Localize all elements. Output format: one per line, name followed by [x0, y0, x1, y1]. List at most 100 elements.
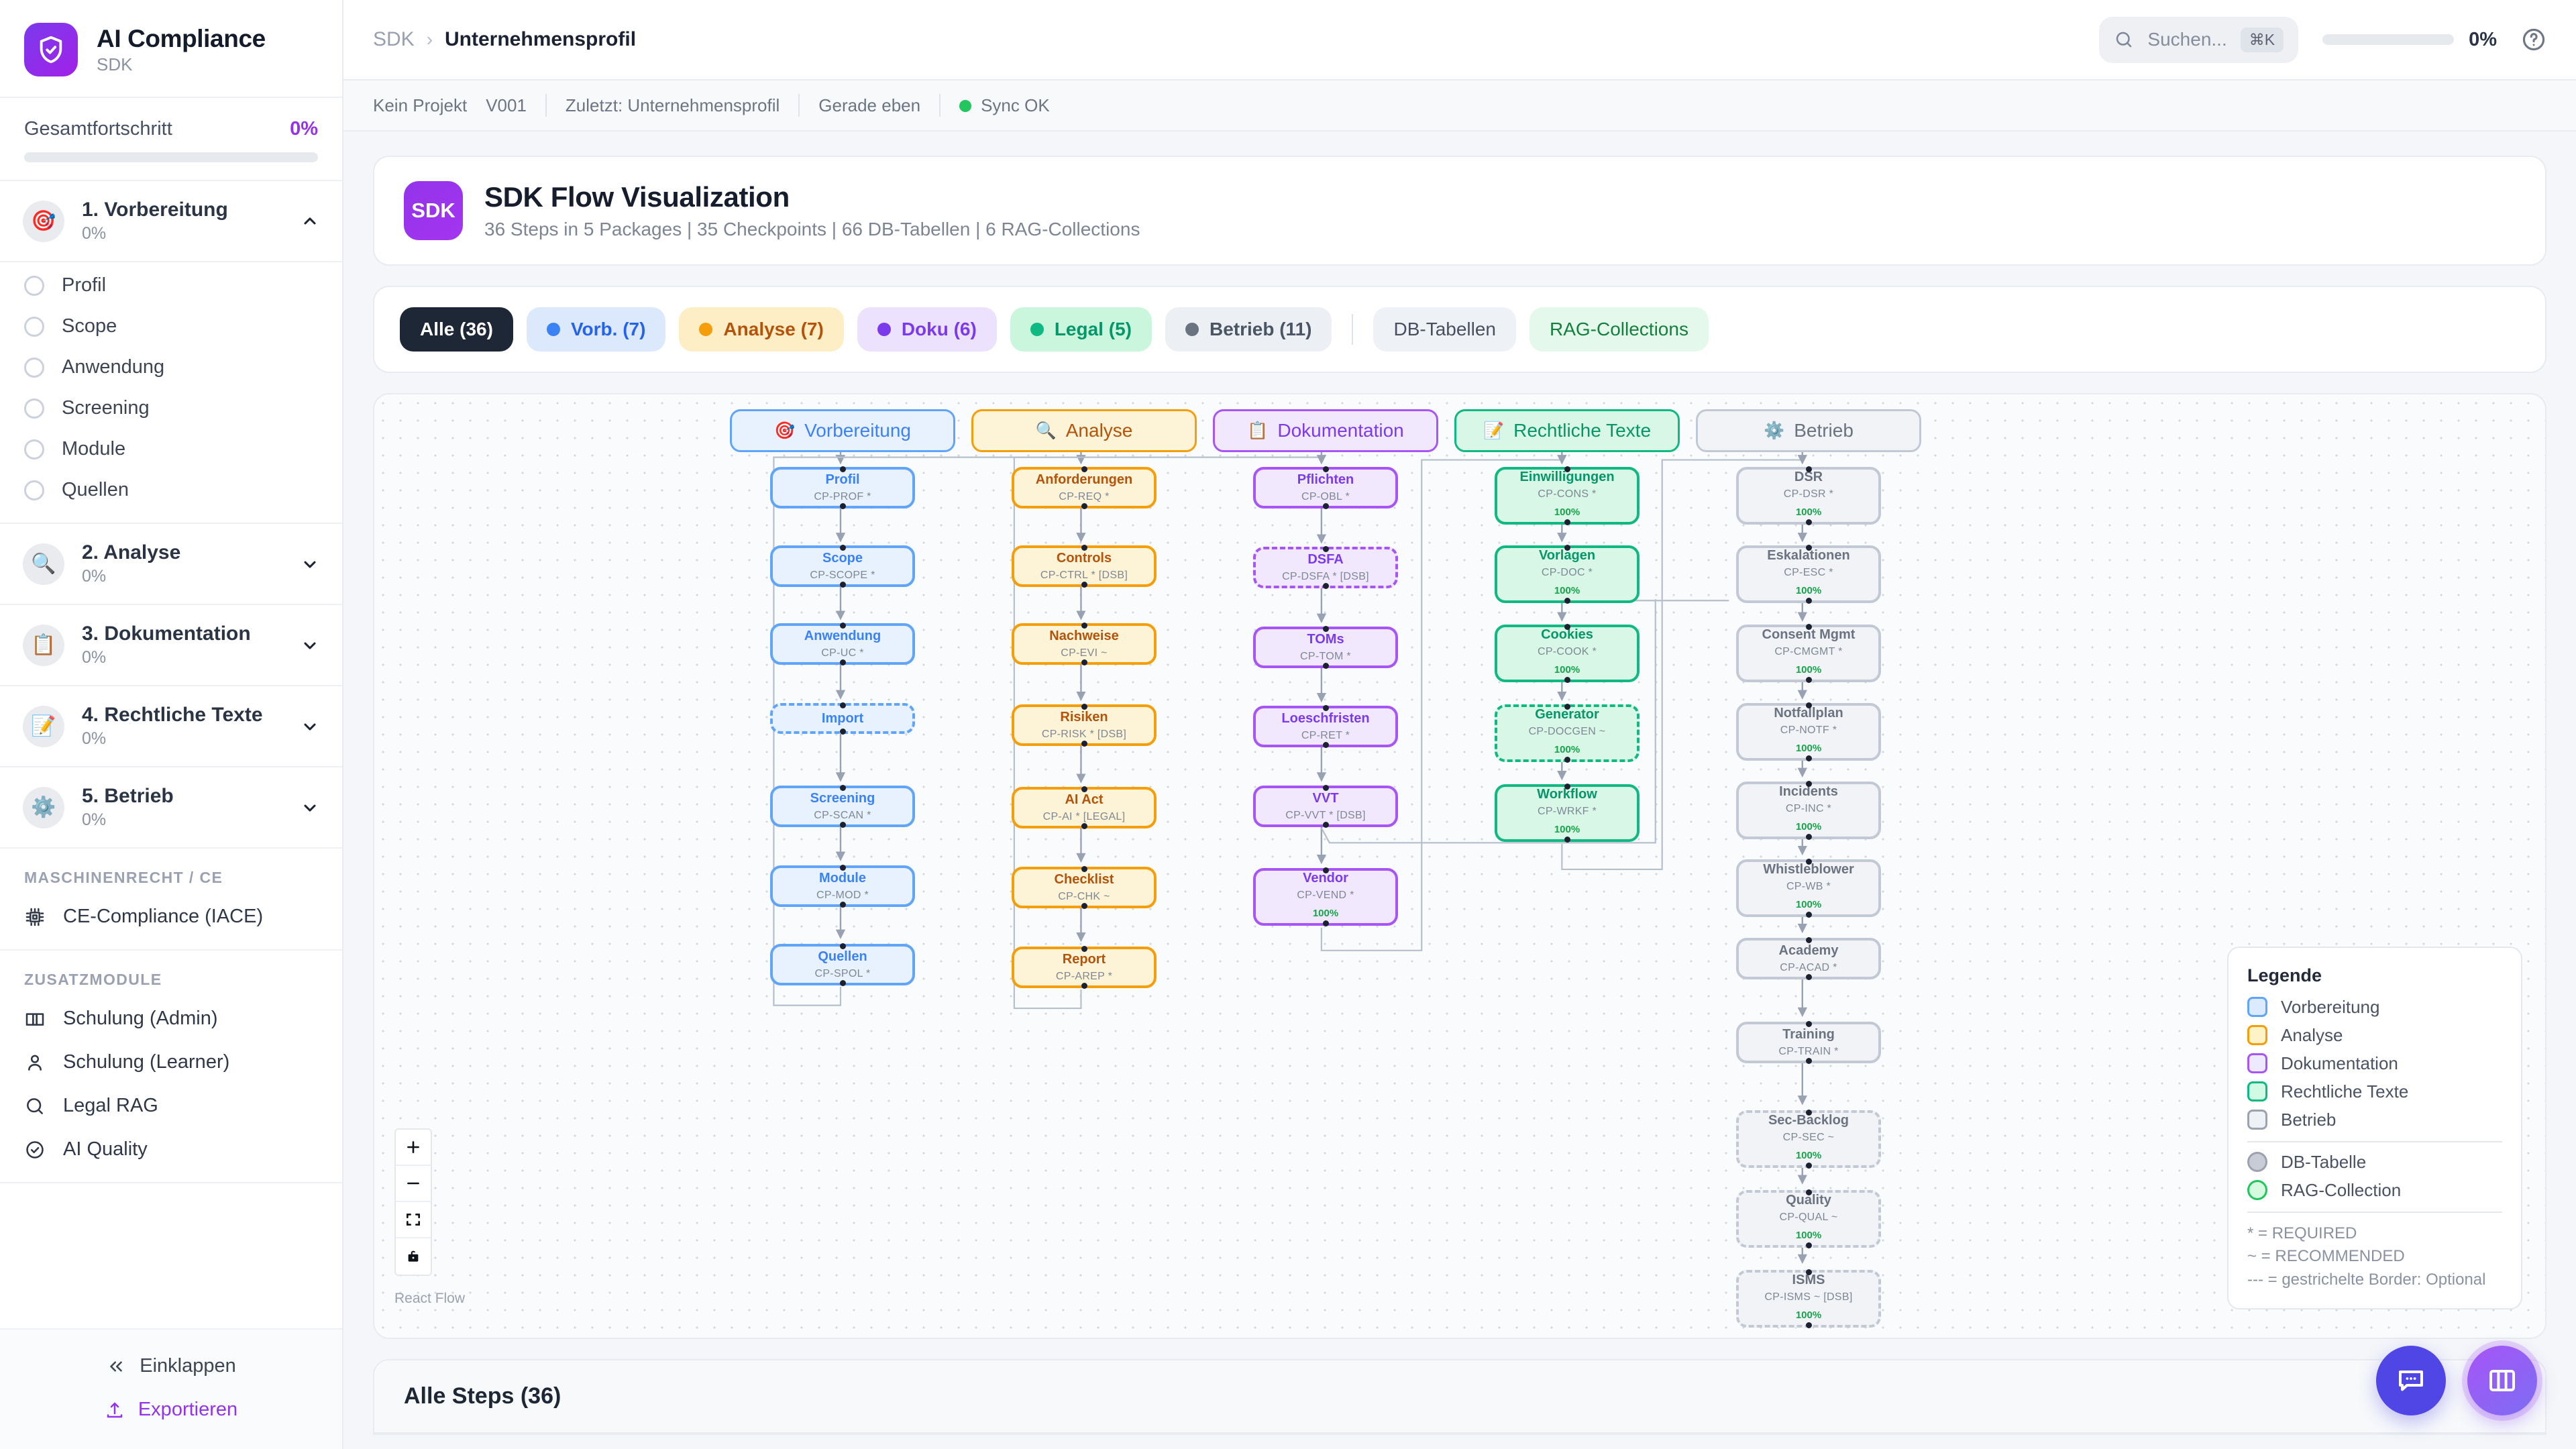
sidebar-link-schulung-learner[interactable]: Schulung (Learner): [0, 1040, 342, 1084]
node-port-top: [839, 702, 846, 708]
breadcrumb-root[interactable]: SDK: [373, 28, 415, 50]
sidebar-link-ai-quality[interactable]: AI Quality: [0, 1128, 342, 1171]
flow-node-dsfa[interactable]: DSFA CP-DSFA * [DSB]: [1253, 545, 1398, 589]
node-title: VVT: [1312, 791, 1339, 806]
phase-percent: 0%: [82, 810, 107, 829]
sidebar-item-screening[interactable]: Screening: [0, 388, 342, 429]
breadcrumb: SDK › Unternehmensprofil: [373, 28, 636, 51]
search-shortcut-badge: ⌘K: [2240, 27, 2284, 52]
node-code: CP-WB *: [1786, 881, 1831, 893]
node-port-bottom: [1805, 833, 1812, 840]
node-title: Einwilligungen: [1519, 470, 1615, 484]
sidebar-brand[interactable]: AI Compliance SDK: [0, 0, 342, 98]
lock-button[interactable]: [396, 1238, 431, 1275]
node-title: Pflichten: [1297, 472, 1354, 487]
columns-icon: [2489, 1370, 2515, 1391]
filter-chip-vorb-7[interactable]: Vorb. (7): [526, 307, 666, 352]
sidebar-link-legal-rag[interactable]: Legal RAG: [0, 1084, 342, 1128]
node-port-top: [1081, 704, 1087, 710]
node-port-bottom: [839, 822, 846, 828]
node-progress-value: 100%: [1554, 824, 1580, 835]
panel-fab[interactable]: [2467, 1346, 2537, 1415]
question-circle-icon[interactable]: [2521, 27, 2546, 52]
chevron-down-icon: [304, 642, 316, 649]
legend-swatch: [2247, 1053, 2267, 1074]
node-title: DSFA: [1307, 551, 1344, 567]
flow-node-import[interactable]: Import: [770, 702, 915, 735]
search-input[interactable]: Suchen... ⌘K: [2099, 16, 2299, 63]
filter-chip-betrieb-11[interactable]: Betrieb (11): [1165, 307, 1332, 352]
sidebar-link-schulung-admin[interactable]: Schulung (Admin): [0, 997, 342, 1040]
page-subtitle: 36 Steps in 5 Packages | 35 Checkpoints …: [484, 219, 1140, 239]
sync-status-dot: [959, 99, 972, 112]
filter-chip-db-tabellen[interactable]: DB-Tabellen: [1373, 307, 1516, 352]
flow-canvas[interactable]: 🎯Vorbereitung🔍Analyse📋Dokumentation📝Rech…: [373, 393, 2546, 1339]
node-code: CP-DSFA * [DSB]: [1282, 570, 1369, 582]
export-button[interactable]: Exportieren: [0, 1388, 342, 1432]
filter-chip-doku-6[interactable]: Doku (6): [857, 307, 997, 352]
meta-time: Gerade eben: [818, 95, 921, 115]
sidebar-link-ce-compliance-iace[interactable]: CE-Compliance (IACE): [0, 895, 342, 938]
react-flow-attribution[interactable]: React Flow: [394, 1291, 466, 1306]
sidebar-item-module[interactable]: Module: [0, 429, 342, 470]
filter-chip-rag-collections[interactable]: RAG-Collections: [1529, 307, 1709, 352]
filter-chip-alle-36[interactable]: Alle (36): [400, 307, 513, 352]
node-port-bottom: [1322, 822, 1329, 828]
search-placeholder: Suchen...: [2147, 29, 2227, 50]
sidebar-item-quellen[interactable]: Quellen: [0, 470, 342, 511]
filter-chip-analyse-7[interactable]: Analyse (7): [679, 307, 844, 352]
sidebar-item-scope[interactable]: Scope: [0, 306, 342, 347]
chat-fab[interactable]: [2376, 1346, 2446, 1415]
sidebar-item-profil[interactable]: Profil: [0, 265, 342, 306]
filter-chip-bar: Alle (36) Vorb. (7) Analyse (7) Doku (6) Leg…: [373, 286, 2546, 373]
sidebar-item-anwendung[interactable]: Anwendung: [0, 347, 342, 388]
zoom-in-button[interactable]: [396, 1130, 431, 1166]
node-progress-value: 100%: [1554, 584, 1580, 596]
node-code: CP-SPOL *: [814, 967, 871, 979]
filter-chip-legal-5[interactable]: Legal (5): [1010, 307, 1152, 352]
node-title: Vorlagen: [1538, 547, 1596, 563]
fit-view-button[interactable]: [396, 1202, 431, 1238]
collapse-sidebar-button[interactable]: Einklappen: [0, 1344, 342, 1388]
zoom-out-button[interactable]: [396, 1166, 431, 1202]
